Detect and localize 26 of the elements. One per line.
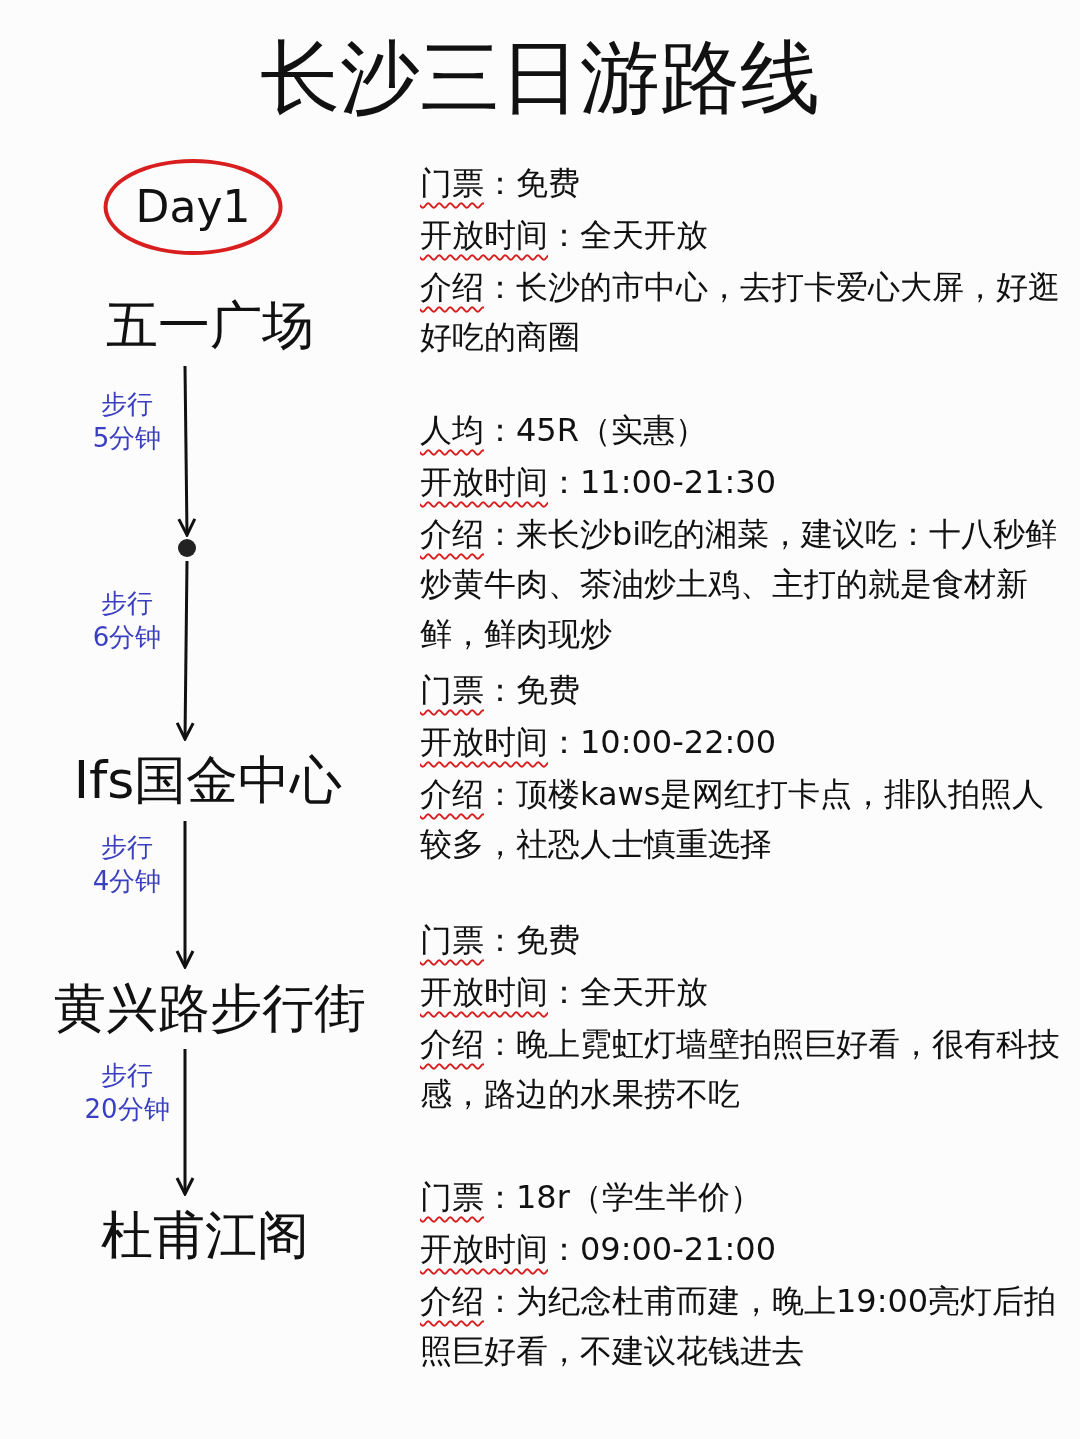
place-name: 五一广场 xyxy=(106,294,314,356)
info-text: 开放时间：09:00-21:00 xyxy=(420,1229,777,1270)
info-text: 介绍：为纪念杜甫而建，晚上19:00亮灯后拍照巨好看，不建议花钱进去 xyxy=(420,1281,1058,1372)
title: 长沙三日游路线 xyxy=(259,30,821,126)
arrow xyxy=(177,365,197,537)
arrow xyxy=(175,821,195,969)
place-name: Ifs国金中心 xyxy=(73,749,343,811)
info-text: 开放时间：10:00-22:00 xyxy=(420,722,777,763)
info-text: 开放时间：11:00-21:30 xyxy=(420,462,777,503)
info-text: 介绍：长沙的市中心，去打卡爱心大屏，好逛好吃的商圈 xyxy=(420,267,1061,358)
place-name: 黄兴路步行街 xyxy=(54,977,366,1039)
info-text: 门票：免费 xyxy=(420,920,581,961)
arrow xyxy=(175,561,195,741)
info-text: 门票：免费 xyxy=(420,670,581,711)
arrow xyxy=(175,1049,195,1196)
info-text: 人均：45R（实惠） xyxy=(420,410,708,451)
info-text: 开放时间：全天开放 xyxy=(420,972,709,1013)
info-text: 介绍：来长沙bi吃的湘菜，建议吃：十八秒鲜炒黄牛肉、茶油炒土鸡、主打的就是食材新鲜，鲜肉现炒 xyxy=(420,514,1059,655)
day-oval: Day1 xyxy=(103,159,283,255)
info-text: 介绍：晚上霓虹灯墙壁拍照巨好看，很有科技感，路边的水果捞不吃 xyxy=(420,1024,1061,1115)
info-text: 门票：18r（学生半价） xyxy=(420,1177,763,1218)
info-text: 开放时间：全天开放 xyxy=(420,215,709,256)
info-text: 介绍：顶楼kaws是网红打卡点，排队拍照人较多，社恐人士慎重选择 xyxy=(420,774,1046,865)
info-text: 门票：免费 xyxy=(420,163,581,204)
place-name: 杜甫江阁 xyxy=(101,1204,309,1266)
stop-dot xyxy=(178,539,196,557)
